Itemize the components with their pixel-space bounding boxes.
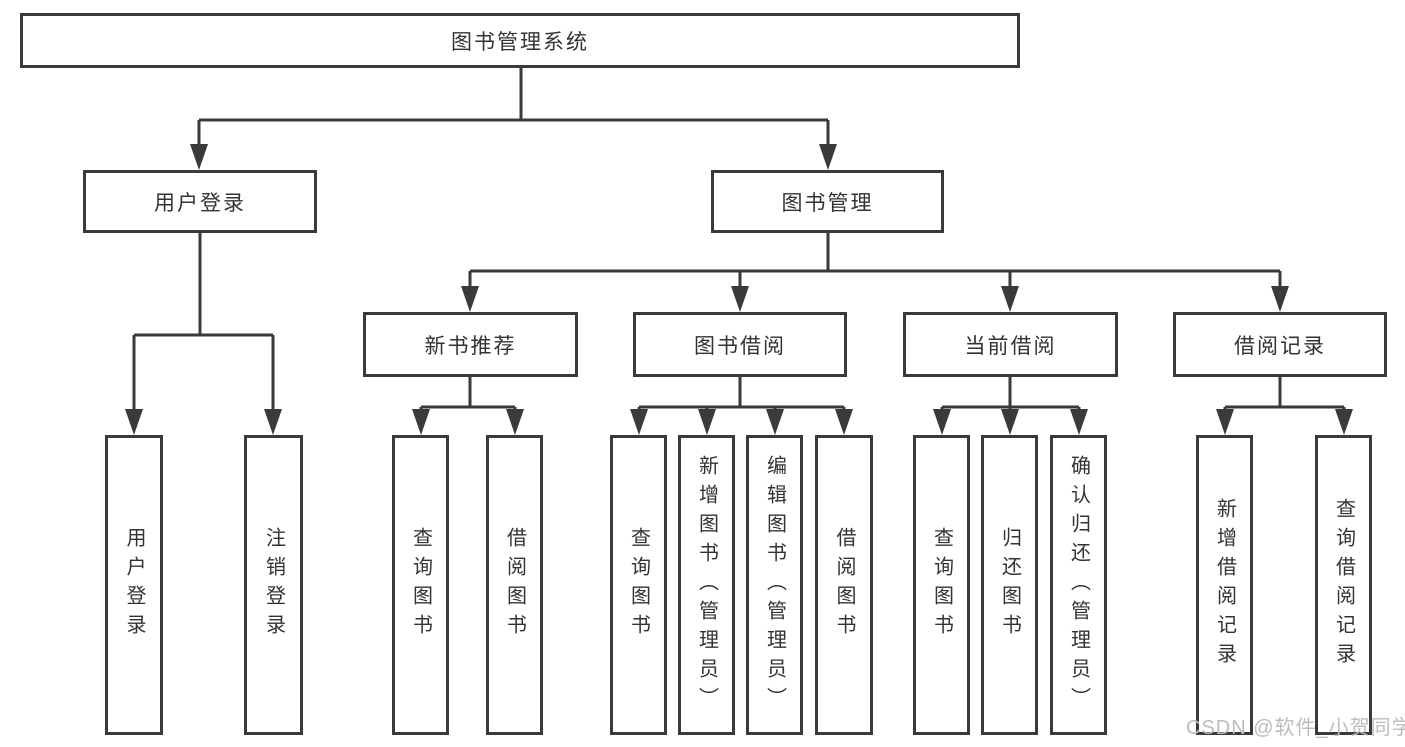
arrowhead [125,409,143,435]
node-book-management: 图书管理 [711,170,944,233]
leaf-query-books-borrow: 查询图书 [610,435,667,735]
arrowhead [766,409,784,435]
node-label: 图书管理系统 [451,30,589,54]
arrowhead [264,409,282,435]
node-label: 借阅图书 [833,527,855,643]
node-label: 图书管理 [781,191,874,215]
csdn-watermark: CSDN @软件_小贺同学 [1186,717,1405,739]
node-label: 注销登录 [262,527,285,643]
arrowhead [1001,409,1019,435]
connector-book-management-branch [468,233,1282,290]
node-book-borrow: 图书借阅 [633,312,847,377]
node-label: 查询图书 [409,527,432,643]
leaf-logout: 注销登录 [244,435,303,735]
node-new-book-recommend: 新书推荐 [363,312,578,377]
leaf-add-books-admin: 新增图书（管理员） [678,435,735,735]
node-borrow-records: 借阅记录 [1173,312,1387,377]
arrowhead [1070,409,1088,435]
node-label: 图书借阅 [694,334,786,358]
leaf-user-login: 用户登录 [105,435,163,735]
arrowhead [1216,409,1234,435]
leaf-borrow-books: 借阅图书 [815,435,873,735]
arrowhead [731,286,749,312]
node-label: 查询图书 [930,527,953,643]
leaf-query-books-current: 查询图书 [913,435,970,735]
arrowhead [835,409,853,435]
connector-current-borrow-branch [940,377,1081,413]
connector-book-borrow-branch [637,377,846,413]
connector-root-to-level2 [197,68,830,148]
leaf-add-borrow-record: 新增借阅记录 [1196,435,1253,735]
connector-user-login-branch [132,233,275,413]
arrowhead [1001,286,1019,312]
node-label: 查询借阅记录 [1332,498,1355,672]
node-label: 编辑图书（管理员） [763,454,786,716]
node-label: 查询图书 [627,527,650,643]
arrowhead [933,409,951,435]
arrowhead [1271,286,1289,312]
arrowhead [461,286,479,312]
arrowhead [190,144,208,170]
node-label: 借阅记录 [1234,334,1326,358]
node-label: 用户登录 [154,191,246,215]
node-label: 归还图书 [998,527,1021,643]
leaf-edit-books-admin: 编辑图书（管理员） [746,435,803,735]
leaf-return-books: 归还图书 [981,435,1038,735]
node-label: 新书推荐 [424,334,517,358]
leaf-query-books-recommend: 查询图书 [392,435,449,735]
node-label: 新增图书（管理员） [695,454,718,716]
node-label: 确认归还（管理员） [1067,454,1090,716]
leaf-borrow-books-recommend: 借阅图书 [486,435,543,735]
arrowhead [698,409,716,435]
arrowhead [506,409,524,435]
node-label: 当前借阅 [964,334,1057,358]
node-current-borrow: 当前借阅 [903,312,1118,377]
node-label: 用户登录 [123,527,145,643]
arrowhead [630,409,648,435]
arrowhead [1335,409,1353,435]
node-label: 新增借阅记录 [1213,498,1236,672]
node-user-login: 用户登录 [83,170,317,233]
leaf-query-borrow-record: 查询借阅记录 [1315,435,1372,735]
node-library-system: 图书管理系统 [20,13,1020,68]
connector-new-book-branch [419,377,517,413]
node-label: 借阅图书 [503,527,526,643]
arrowhead [819,144,837,170]
connector-borrow-records-branch [1223,377,1346,413]
leaf-confirm-return-admin: 确认归还（管理员） [1050,435,1107,735]
arrowhead [412,409,430,435]
